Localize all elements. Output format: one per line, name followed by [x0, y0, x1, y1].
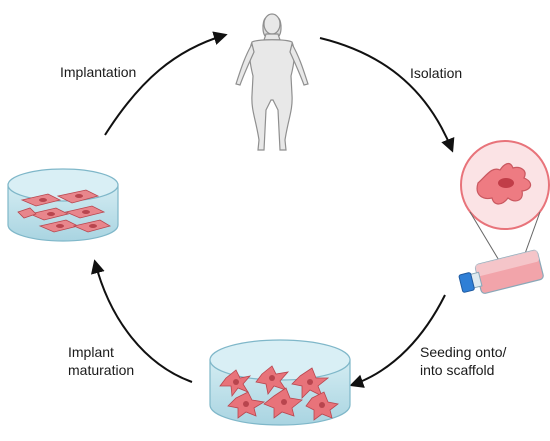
- seeded-scaffold-icon: [209, 339, 351, 426]
- label-implant-maturation: Implant maturation: [68, 344, 135, 378]
- arrow-implant-to-scaffold: [91, 259, 193, 383]
- culture-flask-icon: [458, 249, 544, 294]
- label-seeding: Seeding onto/ into scaffold: [420, 344, 507, 378]
- arrow-flask-to-scaffold: [349, 294, 446, 388]
- human-figure-icon: [235, 13, 309, 151]
- arrow-implantation-to-human: [104, 31, 228, 136]
- label-isolation: Isolation: [410, 65, 463, 81]
- arrow-human-to-isolation: [319, 37, 455, 153]
- matured-implant-icon: [7, 168, 119, 242]
- label-implantation: Implantation: [60, 64, 137, 80]
- cell-zoom-icon: [460, 140, 550, 263]
